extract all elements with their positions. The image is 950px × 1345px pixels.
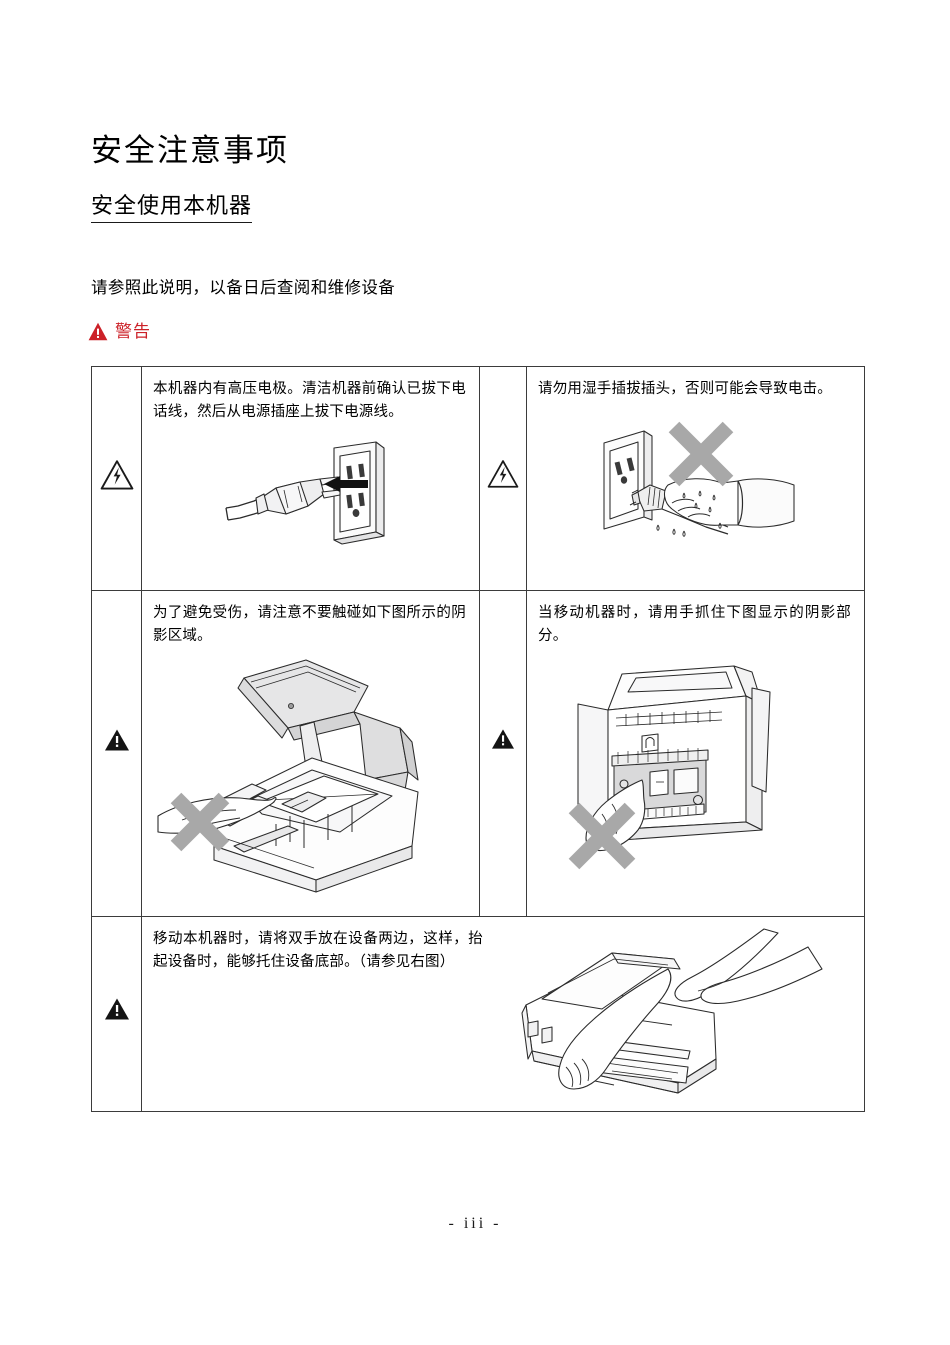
table-row: 移动本机器时，请将双手放在设备两边，这样，抬起设备时，能够托住设备底部。（请参见…: [91, 916, 865, 1112]
warning-banner-label: 警告: [115, 322, 151, 341]
intro-paragraph: 请参照此说明，以备日后查阅和维修设备: [91, 278, 396, 297]
row2-right-icon-cell: [479, 590, 527, 917]
two-hands-lifting-printer-illustration: [521, 928, 823, 1094]
page-number: - iii -: [448, 1215, 502, 1232]
caution-triangle-icon: [104, 998, 129, 1020]
page-title: 安全注意事项: [91, 133, 289, 168]
printer-scanner-open-do-not-touch-illustration: [156, 659, 419, 893]
row2-left-icon-cell: [91, 590, 142, 917]
printer-rear-shaded-area-illustration: [568, 665, 771, 870]
power-plug-unplug-from-outlet-illustration: [224, 441, 385, 545]
row3-icon-cell: [91, 916, 142, 1112]
warning-banner: 警告: [88, 322, 151, 341]
prohibited-x-mark: [568, 802, 635, 870]
row1-right-text: 请勿用湿手插拔插头，否则可能会导致电击。: [538, 381, 832, 397]
electric-shock-triangle-icon: [487, 460, 519, 488]
table-row: 本机器内有高压电极。清洁机器前确认已拔下电话线，然后从电源插座上拔下电源线。: [91, 366, 865, 591]
prohibited-x-mark: [170, 792, 229, 852]
row1-right-body-cell: 请勿用湿手插拔插头，否则可能会导致电击。: [526, 366, 865, 591]
table-row: 为了避免受伤，请注意不要触碰如下图所示的阴影区域。: [91, 590, 865, 917]
row1-left-icon-cell: [91, 366, 142, 591]
caution-triangle-icon: [104, 729, 129, 751]
prohibited-x-mark: [668, 421, 734, 487]
row1-left-body-cell: 本机器内有高压电极。清洁机器前确认已拔下电话线，然后从电源插座上拔下电源线。: [141, 366, 480, 591]
row2-left-body-cell: 为了避免受伤，请注意不要触碰如下图所示的阴影区域。: [141, 590, 480, 917]
safety-instructions-table: 本机器内有高压电极。清洁机器前确认已拔下电话线，然后从电源插座上拔下电源线。: [91, 366, 865, 1112]
caution-triangle-icon: [492, 729, 514, 749]
warning-triangle-icon: [88, 322, 108, 341]
row1-left-text: 本机器内有高压电极。清洁机器前确认已拔下电话线，然后从电源插座上拔下电源线。: [153, 381, 466, 420]
electric-shock-triangle-icon: [100, 460, 133, 490]
wet-hand-plugging-outlet-prohibited-illustration: [603, 421, 795, 537]
row2-left-text: 为了避免受伤，请注意不要触碰如下图所示的阴影区域。: [153, 605, 466, 644]
row1-right-icon-cell: [479, 366, 527, 591]
row3-body-cell: 移动本机器时，请将双手放在设备两边，这样，抬起设备时，能够托住设备底部。（请参见…: [141, 916, 865, 1112]
row2-right-body-cell: 当移动机器时，请用手抓住下图显示的阴影部分。: [526, 590, 865, 917]
row2-right-text: 当移动机器时，请用手抓住下图显示的阴影部分。: [538, 605, 851, 644]
section-heading: 安全使用本机器: [91, 191, 253, 223]
row3-text: 移动本机器时，请将双手放在设备两边，这样，抬起设备时，能够托住设备底部。（请参见…: [153, 931, 483, 970]
